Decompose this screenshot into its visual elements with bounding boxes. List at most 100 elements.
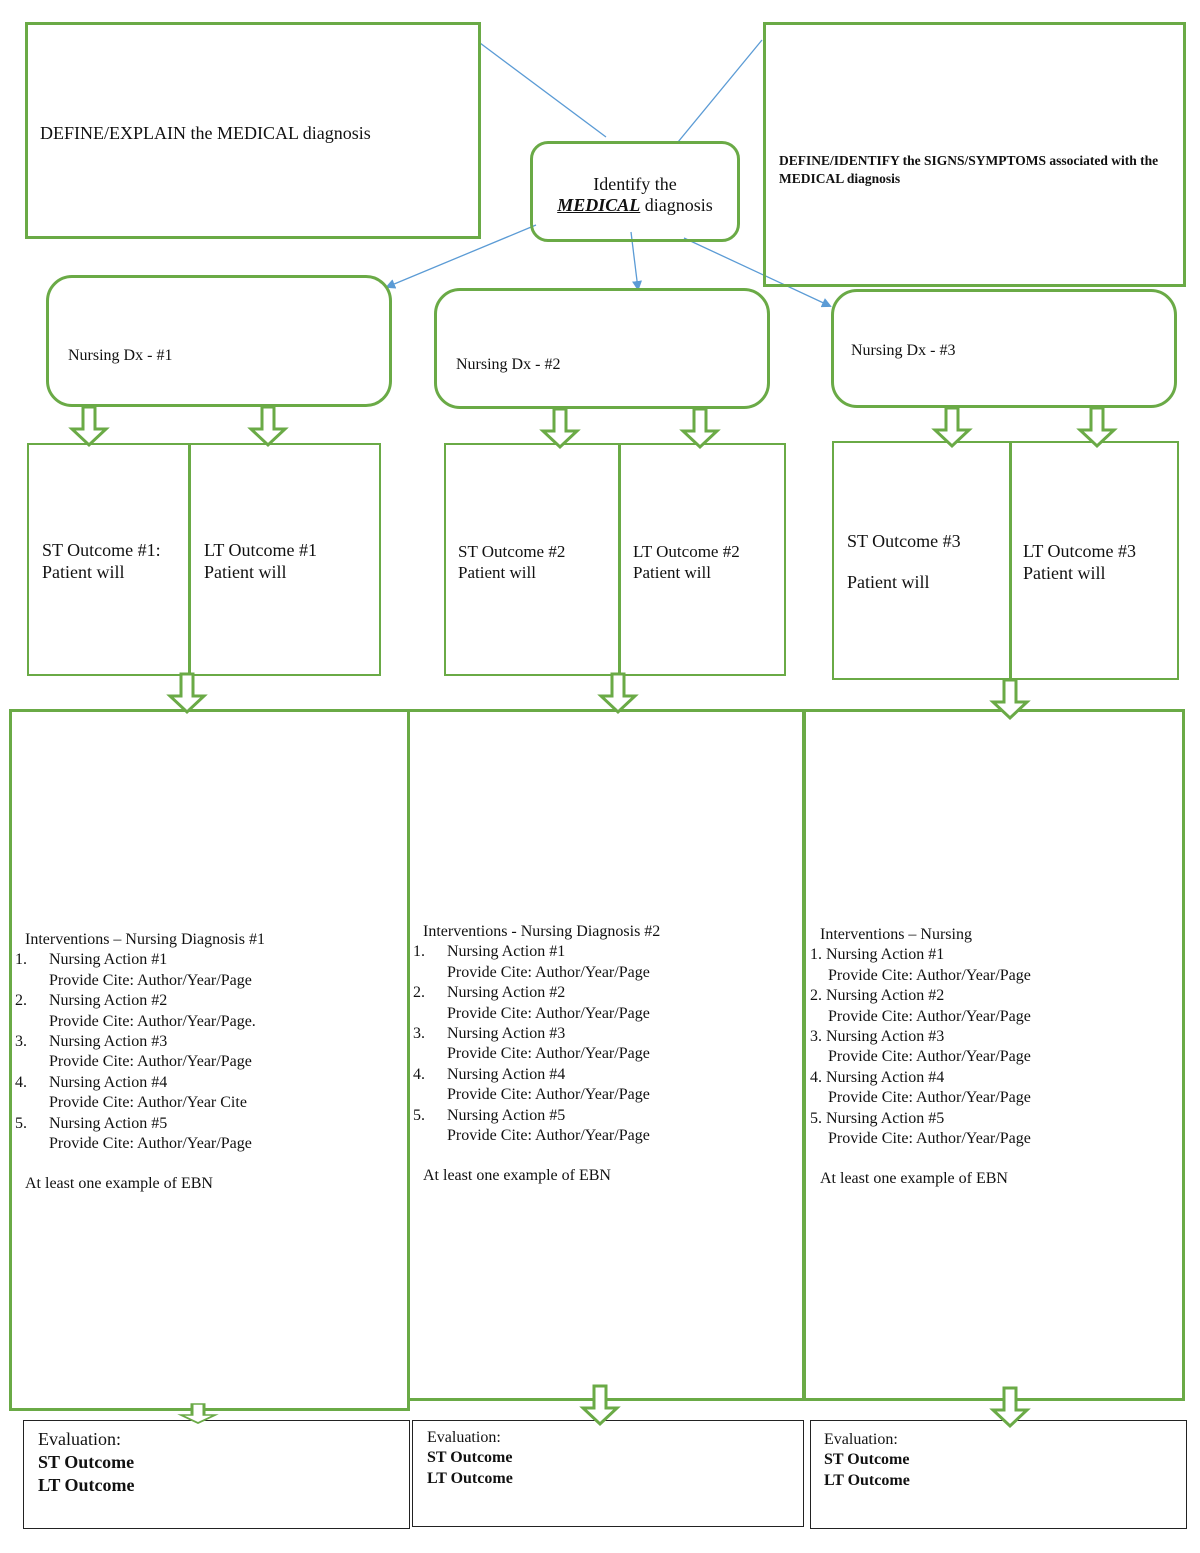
lt-outcome-2-box: LT Outcome #2 Patient will (618, 443, 786, 676)
interventions-2-title: Interventions - Nursing Diagnosis #2 (423, 923, 661, 940)
action-title: Nursing Action #1 (49, 951, 168, 969)
down-arrow-dx2-st (541, 407, 579, 449)
intervention-2-action-4: 4.Nursing Action #4 (413, 1065, 803, 1085)
action-cite: Provide Cite: Author/Year/Page (49, 971, 252, 989)
intervention-2-action-2: 2.Nursing Action #2 (413, 983, 803, 1003)
identify-text-rest: diagnosis (640, 195, 713, 215)
interventions-3-ebn: At least one example of EBN (820, 1170, 1008, 1188)
action-number: 3. (413, 1025, 425, 1043)
nursing-dx-3-label: Nursing Dx - #3 (851, 342, 956, 359)
nursing-dx-1-box: Nursing Dx - #1 (46, 275, 392, 407)
action-cite: Provide Cite: Author/Year/Page (447, 1004, 650, 1022)
interventions-2-box: Interventions - Nursing Diagnosis #2 1. N… (407, 709, 805, 1401)
action-number: 4. (15, 1073, 27, 1091)
action-cite: Provide Cite: Author/Year/Page (828, 966, 1031, 984)
lt-outcome-1-sub: Patient will (204, 562, 287, 582)
intervention-3-action-3: 3. Nursing Action #3 (810, 1027, 1182, 1047)
connector-line-signs (677, 39, 763, 143)
intervention-3-action-2: 2. Nursing Action #2 (810, 986, 1182, 1006)
lt-outcome-2-sub: Patient will (633, 563, 711, 582)
interventions-2-ebn: At least one example of EBN (423, 1167, 611, 1185)
nursing-dx-1-label: Nursing Dx - #1 (68, 347, 173, 364)
intervention-1-action-1: 1. Nursing Action #1 (15, 950, 405, 970)
action-title: Nursing Action #5 (447, 1106, 566, 1124)
action-number: 2. (15, 992, 27, 1010)
evaluation-2-label: Evaluation: (427, 1429, 501, 1446)
action-cite: Provide Cite: Author/Year/Page (49, 1053, 252, 1071)
interventions-1-box: Interventions – Nursing Diagnosis #1 1.N… (9, 709, 410, 1411)
action-number: 5. (413, 1106, 425, 1124)
action-title: Nursing Action #3 (826, 1028, 945, 1046)
action-cite: Provide Cite: Author/Year/Page (828, 1130, 1031, 1148)
evaluation-2-box: Evaluation: ST Outcome LT Outcome (412, 1420, 804, 1527)
action-cite: Provide Cite: Author/Year/Page (828, 1007, 1031, 1025)
intervention-1-action-3: 3. Nursing Action #3 (15, 1032, 405, 1052)
intervention-3-action-5: 5. Nursing Action #5 (810, 1109, 1182, 1129)
action-title: Nursing Action #1 (826, 946, 945, 964)
st-outcome-3-sub: Patient will (847, 572, 930, 592)
action-number: 4. (810, 1068, 822, 1086)
evaluation-2-lt: LT Outcome (427, 1470, 513, 1487)
define-signs-box: DEFINE/IDENTIFY the SIGNS/SYMPTOMS assoc… (763, 22, 1186, 287)
down-arrow-outcome2-interventions (599, 672, 637, 714)
interventions-3-title: Interventions – Nursing (820, 926, 972, 943)
evaluation-1-lt: LT Outcome (38, 1475, 135, 1495)
nursing-dx-3-box: Nursing Dx - #3 (831, 289, 1177, 408)
intervention-3-action-4: 4. Nursing Action #4 (810, 1068, 1182, 1088)
lt-outcome-3-box: LT Outcome #3 Patient will (1009, 441, 1179, 680)
st-outcome-1-box: ST Outcome #1: Patient will (27, 443, 191, 676)
action-cite: Provide Cite: Author/Year/Page (447, 1045, 650, 1063)
connector-line-define (479, 42, 607, 138)
interventions-1-ebn: At least one example of EBN (25, 1175, 213, 1193)
action-title: Nursing Action #5 (826, 1109, 945, 1127)
medical-emphasis: MEDICAL (557, 195, 641, 215)
define-explain-text: DEFINE/EXPLAIN the MEDICAL diagnosis (40, 123, 371, 143)
action-title: Nursing Action #3 (447, 1025, 566, 1043)
action-title: Nursing Action #5 (49, 1114, 168, 1132)
action-title: Nursing Action #4 (826, 1068, 945, 1086)
action-number: 1. (810, 946, 822, 964)
st-outcome-2-title: ST Outcome #2 (458, 542, 566, 561)
st-outcome-1-title: ST Outcome #1: (42, 540, 161, 560)
lt-outcome-3-title: LT Outcome #3 (1023, 541, 1136, 561)
evaluation-3-label: Evaluation: (824, 1431, 898, 1448)
action-title: Nursing Action #2 (826, 987, 945, 1005)
action-title: Nursing Action #2 (49, 992, 168, 1010)
interventions-3-content: Interventions – Nursing 1. Nursing Actio… (810, 925, 1182, 1190)
action-number: 1. (15, 951, 27, 969)
action-title: Nursing Action #3 (49, 1033, 168, 1051)
define-signs-text: DEFINE/IDENTIFY the SIGNS/SYMPTOMS assoc… (779, 153, 1159, 186)
down-arrow-outcome1-interventions (168, 672, 206, 714)
action-cite: Provide Cite: Author/Year/Page (447, 963, 650, 981)
action-cite: Provide Cite: Author/Year/Page (828, 1089, 1031, 1107)
evaluation-1-st: ST Outcome (38, 1452, 135, 1472)
intervention-1-action-5: 5. Nursing Action #5 (15, 1114, 405, 1134)
interventions-1-content: Interventions – Nursing Diagnosis #1 1.N… (15, 930, 405, 1195)
action-title: Nursing Action #4 (49, 1073, 168, 1091)
action-number: 5. (15, 1114, 27, 1132)
lt-outcome-1-title: LT Outcome #1 (204, 540, 317, 560)
st-outcome-3-box: ST Outcome #3 Patient will (832, 441, 1012, 680)
evaluation-1-label: Evaluation: (38, 1429, 121, 1449)
evaluation-2-st: ST Outcome (427, 1449, 513, 1466)
action-number: 1. (413, 943, 425, 961)
lt-outcome-2-title: LT Outcome #2 (633, 542, 740, 561)
intervention-3-action-1: 1. Nursing Action #1 (810, 945, 1182, 965)
st-outcome-2-box: ST Outcome #2 Patient will (444, 443, 621, 676)
down-arrow-dx1-st (70, 405, 108, 447)
action-cite: Provide Cite: Author/Year/Page. (49, 1012, 256, 1030)
identify-text-line2: MEDICAL diagnosis (533, 195, 737, 216)
action-cite: Provide Cite: Author/Year/Page (49, 1135, 252, 1153)
action-number: 5. (810, 1109, 822, 1127)
interventions-2-content: Interventions - Nursing Diagnosis #2 1. N… (413, 922, 803, 1187)
intervention-2-action-1: 1. Nursing Action #1 (413, 942, 803, 962)
identify-medical-dx-box: Identify the MEDICAL diagnosis (530, 141, 740, 242)
action-cite: Provide Cite: Author/Year/Page (828, 1048, 1031, 1066)
evaluation-3-box: Evaluation: ST Outcome LT Outcome (810, 1420, 1187, 1529)
st-outcome-1-sub: Patient will (42, 562, 125, 582)
action-title: Nursing Action #1 (447, 943, 566, 961)
down-arrow-dx1-lt (249, 405, 287, 447)
st-outcome-3-title: ST Outcome #3 (847, 531, 961, 551)
action-number: 3. (810, 1028, 822, 1046)
action-number: 3. (15, 1033, 27, 1051)
